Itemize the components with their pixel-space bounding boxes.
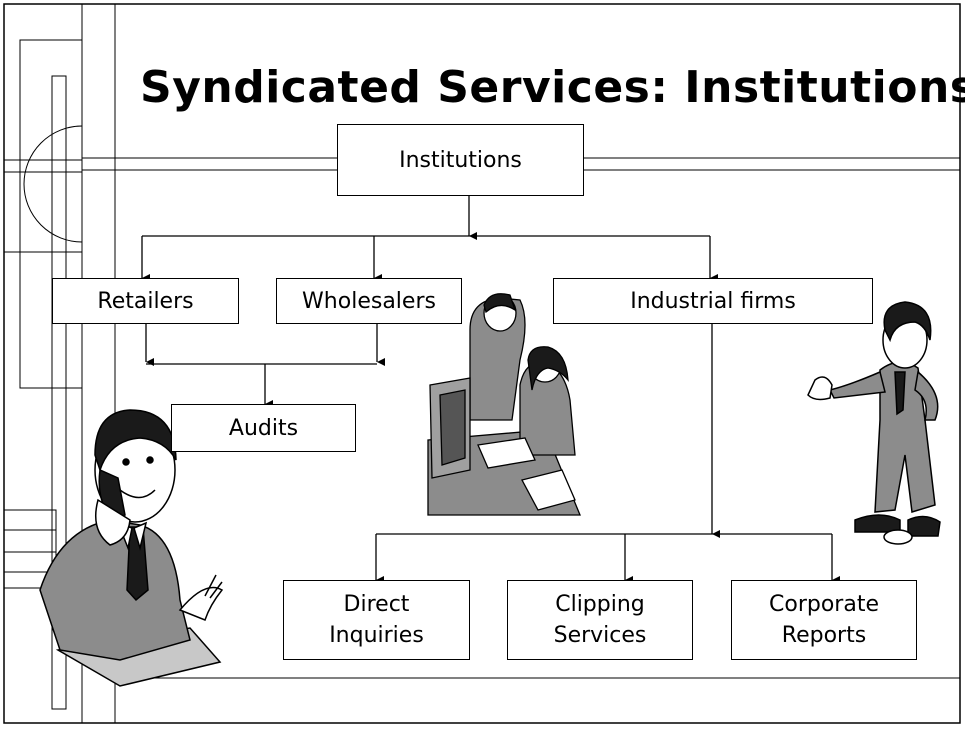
slide-frame: [3, 3, 961, 724]
node-audits: Audits: [171, 404, 356, 452]
presenting-man-clipart: [807, 301, 941, 545]
node-retailers: Retailers: [52, 278, 239, 324]
node-corporate-reports: Corporate Reports: [731, 580, 917, 660]
man-on-phone-clipart: [39, 409, 224, 687]
node-industrial-firms: Industrial firms: [553, 278, 873, 324]
node-institutions: Institutions: [337, 124, 584, 196]
header-rails: [82, 157, 960, 679]
node-direct-inquiries: Direct Inquiries: [283, 580, 470, 660]
office-workers-computer-clipart: [427, 293, 581, 516]
page-title: Syndicated Services: Institutions: [140, 62, 965, 113]
connectors: [141, 196, 840, 584]
node-clipping-services: Clipping Services: [507, 580, 693, 660]
node-wholesalers: Wholesalers: [276, 278, 462, 324]
